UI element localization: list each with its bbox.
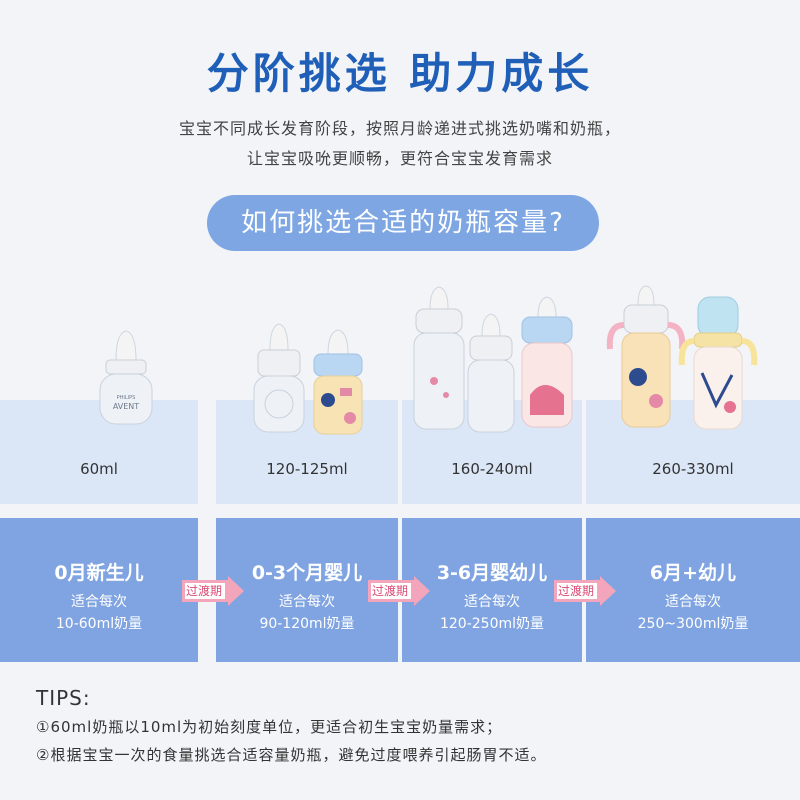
capacity-label: 160-240ml xyxy=(451,460,533,478)
arrow-right-icon xyxy=(368,576,430,606)
transition-arrow-2: 过渡期 xyxy=(366,576,432,606)
stage-capacity-2: 120-125ml xyxy=(216,400,398,504)
baby-bottle-icon xyxy=(313,329,363,435)
stage-info-3: 3-6月婴幼儿 适合每次 120-250ml奶量 xyxy=(402,518,582,662)
capacity-label: 120-125ml xyxy=(266,460,348,478)
transition-label: 过渡期 xyxy=(558,584,595,598)
baby-bottle-icon xyxy=(413,286,465,430)
stage-desc-1: 适合每次 xyxy=(464,594,520,610)
stage-desc-1: 适合每次 xyxy=(71,594,127,610)
stage-desc-1: 适合每次 xyxy=(665,594,721,610)
transition-arrow-1: 过渡期 xyxy=(180,576,246,606)
capacity-label: 260-330ml xyxy=(652,460,734,478)
baby-bottle-icon xyxy=(678,296,758,430)
baby-bottle-icon xyxy=(606,285,686,428)
stage-age: 3-6月婴幼儿 xyxy=(436,562,548,584)
capacity-label: 60ml xyxy=(80,460,118,478)
subtitle-line-1: 宝宝不同成长发育阶段，按照月龄递进式挑选奶嘴和奶瓶， xyxy=(178,119,621,138)
stage-desc-2: 120-250ml奶量 xyxy=(439,616,545,632)
brand-top: PHILIPS xyxy=(117,395,136,401)
brand-bottom: AVENT xyxy=(113,402,139,411)
question-pill: 如何挑选合适的奶瓶容量? xyxy=(207,195,599,251)
arrow-right-icon xyxy=(182,576,244,606)
stage-info-4: 6月+幼儿 适合每次 250~300ml奶量 xyxy=(586,518,800,662)
page-title: 分阶挑选 助力成长 xyxy=(206,49,594,98)
stage-age: 6月+幼儿 xyxy=(649,562,737,584)
stage-age: 0月新生儿 xyxy=(54,562,144,584)
stage-capacity-4: 260-330ml xyxy=(586,400,800,504)
baby-bottle-icon xyxy=(253,323,305,433)
stage-desc-2: 250~300ml奶量 xyxy=(637,616,749,632)
transition-label: 过渡期 xyxy=(186,584,223,598)
transition-label: 过渡期 xyxy=(372,584,409,598)
transition-arrow-3: 过渡期 xyxy=(552,576,618,606)
baby-bottle-icon xyxy=(521,296,573,428)
tip-line-1: ①60ml奶瓶以10ml为初始刻度单位，更适合初生宝宝奶量需求； xyxy=(36,718,503,736)
stage-desc-2: 90-120ml奶量 xyxy=(259,616,355,632)
subtitle-line-2: 让宝宝吸吮更顺畅，更符合宝宝发育需求 xyxy=(246,149,553,168)
tips-title: TIPS: xyxy=(36,686,91,710)
arrow-right-icon xyxy=(554,576,616,606)
stage-info-1: 0月新生儿 适合每次 10-60ml奶量 xyxy=(0,518,198,662)
tip-line-2: ②根据宝宝一次的食量挑选合适容量奶瓶，避免过度喂养引起肠胃不适。 xyxy=(36,746,547,764)
stage-desc-1: 适合每次 xyxy=(279,594,335,610)
stage-desc-2: 10-60ml奶量 xyxy=(55,616,143,632)
baby-bottle-icon: PHILIPS AVENT xyxy=(99,330,153,425)
stage-info-2: 0-3个月婴儿 适合每次 90-120ml奶量 xyxy=(216,518,398,662)
stage-capacity-1: 60ml xyxy=(0,400,198,504)
baby-bottle-icon xyxy=(467,313,515,433)
stage-age: 0-3个月婴儿 xyxy=(251,562,363,584)
